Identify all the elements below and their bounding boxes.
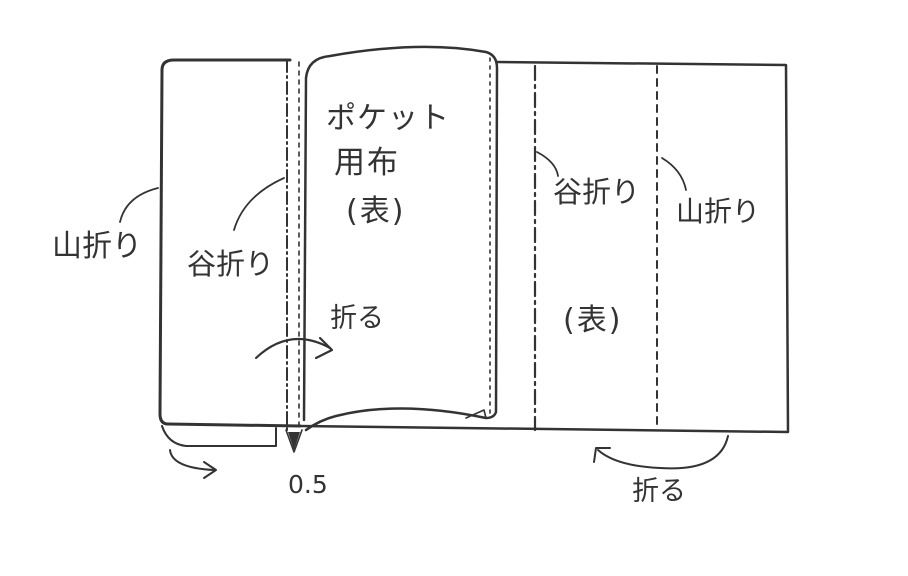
fold-arrow-middle-head — [314, 336, 334, 360]
front-side-label-right: (表) — [563, 303, 623, 338]
pocket-fabric-outline — [302, 45, 499, 432]
leader-valley-right — [536, 151, 559, 177]
main-fabric-outline — [298, 60, 790, 434]
dimension-notch — [285, 429, 303, 453]
leader-valley-left — [233, 177, 285, 231]
left-flap-outline — [158, 58, 302, 428]
fold-arrow-bottom-right — [597, 435, 729, 470]
leader-mountain-left — [119, 187, 159, 223]
pocket-label-line2: 用布 — [334, 145, 400, 181]
fold-arrow-middle — [254, 337, 332, 360]
valley-fold-label-left: 谷折り — [187, 247, 275, 281]
mountain-fold-label-left: 山折り — [52, 229, 142, 264]
pocket-corner-fold — [465, 409, 487, 419]
dimension-fill — [288, 432, 300, 450]
fold-arrow-bottom-right-head — [593, 447, 611, 463]
fold-arrow-bottom-left — [169, 449, 215, 471]
mountain-fold-label-right: 山折り — [676, 195, 761, 228]
left-flap-hem — [161, 425, 277, 447]
pocket-label-line1: ポケット — [326, 101, 450, 136]
pocket-label-line3: (表) — [346, 194, 406, 229]
leader-mountain-right — [661, 157, 687, 191]
fold-label-bottom: 折る — [632, 476, 686, 507]
dimension-label: 0.5 — [288, 470, 328, 499]
valley-fold-label-right: 谷折り — [553, 175, 641, 209]
fold-label-middle: 折る — [330, 303, 384, 334]
fold-arrow-bottom-left-head — [203, 461, 217, 479]
